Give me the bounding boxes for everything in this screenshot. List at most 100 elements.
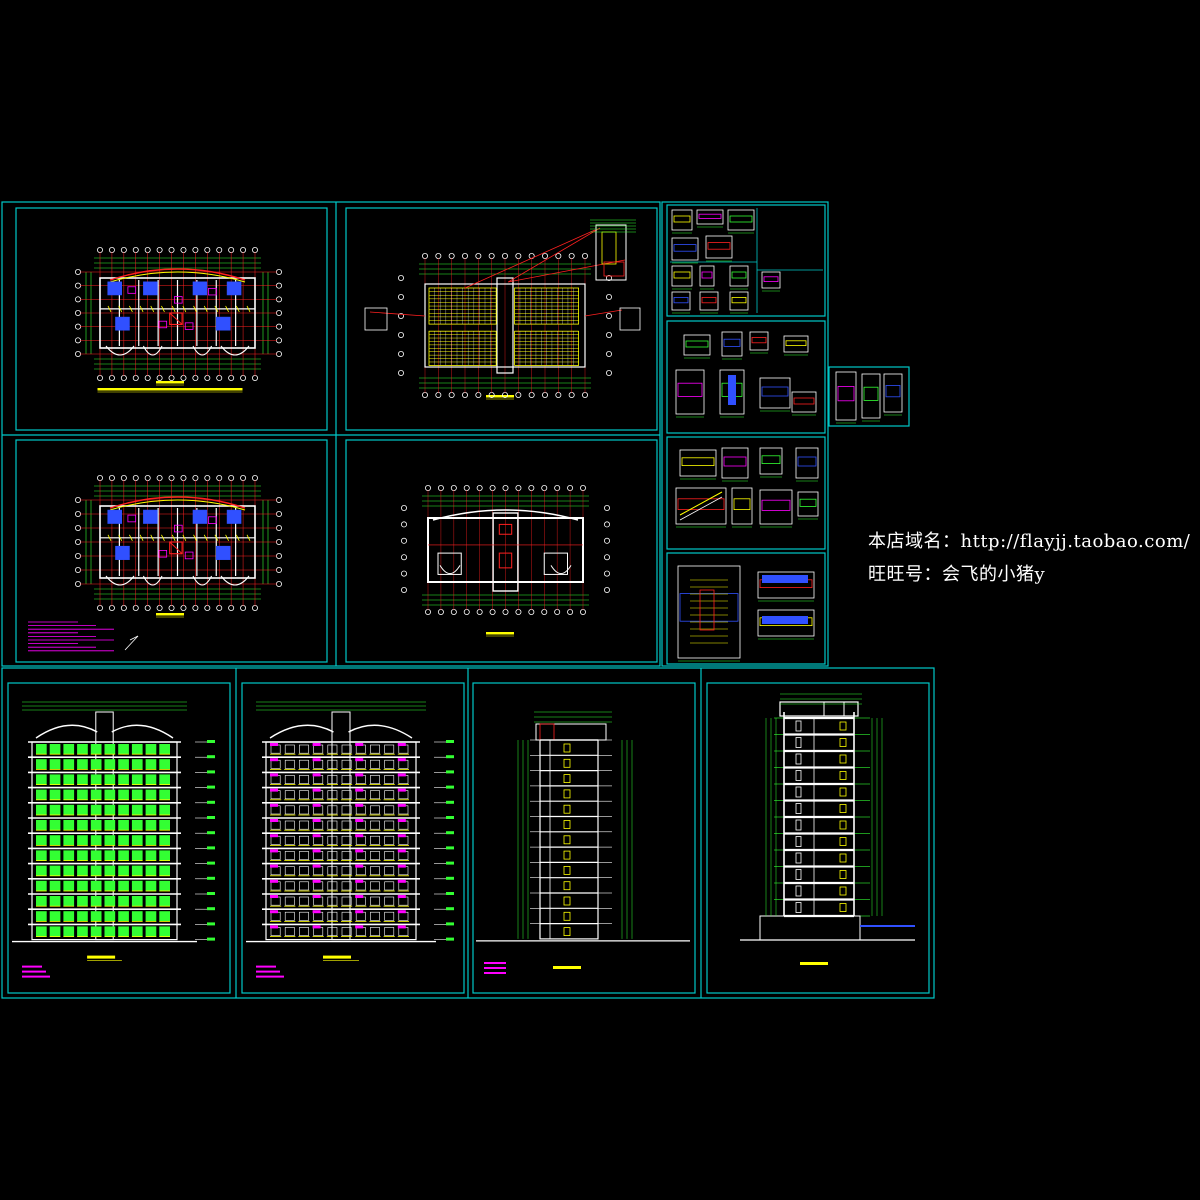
drawing-title-bar bbox=[486, 395, 514, 398]
detail-element bbox=[761, 455, 781, 464]
window-frame bbox=[563, 911, 571, 921]
roof-curve bbox=[35, 724, 98, 739]
window-frame bbox=[398, 805, 409, 815]
window-frame bbox=[270, 744, 281, 754]
window-frame bbox=[384, 790, 395, 800]
window-frame bbox=[327, 775, 338, 784]
window-frame bbox=[355, 927, 366, 936]
window-frame bbox=[299, 866, 309, 876]
window-frame bbox=[370, 790, 380, 800]
window-frame bbox=[839, 837, 847, 846]
sheet-elev-front-frame bbox=[7, 682, 231, 994]
window-frame bbox=[341, 744, 352, 754]
window-frame bbox=[270, 759, 281, 769]
balcony bbox=[437, 552, 462, 575]
curved-facade bbox=[109, 499, 246, 511]
window-frame bbox=[284, 820, 295, 830]
axis-bubble bbox=[75, 510, 82, 517]
axis-bubble bbox=[448, 391, 455, 398]
detail-element bbox=[733, 498, 751, 510]
detail-outline bbox=[727, 209, 755, 231]
elevator bbox=[498, 523, 513, 535]
ac-unit bbox=[312, 758, 321, 762]
sheet-detail-2-frame bbox=[666, 320, 826, 434]
window-glazing bbox=[36, 759, 47, 770]
detail-element bbox=[685, 340, 709, 348]
detail-element bbox=[761, 386, 789, 397]
sheet-frame-details bbox=[661, 201, 829, 667]
window-glazing bbox=[36, 850, 47, 861]
detail-element bbox=[679, 593, 739, 622]
axis-bubble bbox=[568, 391, 575, 398]
ac-unit bbox=[270, 849, 278, 853]
level-label bbox=[207, 846, 215, 850]
axis-bubble bbox=[168, 374, 175, 381]
window-frame bbox=[398, 911, 409, 921]
window-glazing bbox=[63, 744, 75, 755]
sheet-plan-roof-frame bbox=[345, 207, 658, 431]
axis-bubble bbox=[542, 252, 549, 259]
furniture-block bbox=[143, 281, 158, 296]
detail-element bbox=[837, 385, 855, 402]
detail-element bbox=[799, 498, 817, 507]
balcony-curve bbox=[220, 345, 250, 356]
window-frame bbox=[341, 820, 352, 830]
axis-bubble bbox=[75, 296, 82, 303]
window-frame bbox=[384, 775, 395, 784]
window-frame bbox=[341, 927, 352, 936]
axis-bubble bbox=[554, 609, 561, 616]
window-frame bbox=[299, 744, 309, 754]
leader-line bbox=[507, 227, 601, 283]
detail-element bbox=[731, 296, 747, 304]
window-glazing bbox=[63, 926, 75, 937]
window-glazing bbox=[104, 774, 116, 785]
door-mark bbox=[214, 534, 219, 541]
window-glazing bbox=[104, 820, 116, 831]
window-glazing bbox=[77, 865, 88, 876]
ac-unit bbox=[355, 910, 364, 914]
window-frame bbox=[299, 759, 309, 769]
window-glazing bbox=[77, 911, 88, 922]
drawing-title-bar bbox=[87, 955, 116, 959]
ac-unit bbox=[355, 773, 364, 777]
window-glazing bbox=[159, 896, 170, 907]
ac-unit bbox=[270, 743, 278, 746]
window-glazing bbox=[131, 744, 143, 755]
window-frame bbox=[299, 896, 309, 906]
detail-outline bbox=[757, 571, 815, 599]
door-opening bbox=[795, 852, 802, 864]
window-glazing bbox=[159, 880, 170, 891]
window-glazing bbox=[145, 926, 157, 937]
detail-element bbox=[885, 384, 901, 398]
window-glazing bbox=[77, 744, 88, 755]
window-glazing bbox=[104, 880, 116, 891]
legend-line bbox=[256, 970, 280, 973]
front-elevation-drawing bbox=[12, 701, 215, 978]
ac-unit bbox=[312, 773, 321, 777]
window-frame bbox=[355, 759, 366, 769]
window-glazing bbox=[77, 880, 88, 891]
axis-bubble bbox=[75, 553, 82, 560]
window-glazing bbox=[36, 804, 47, 815]
roof-plan-drawing bbox=[364, 219, 641, 400]
exterior-wall bbox=[99, 505, 256, 579]
level-label bbox=[446, 937, 454, 941]
window-frame bbox=[563, 789, 571, 799]
window-frame bbox=[398, 866, 409, 876]
detail-element bbox=[723, 456, 747, 467]
window-glazing bbox=[118, 744, 129, 755]
ac-unit bbox=[312, 834, 321, 838]
drawing-title-bar bbox=[486, 632, 514, 635]
window-frame bbox=[384, 896, 395, 906]
door-mark bbox=[139, 305, 144, 313]
sheet-elev-side-frame bbox=[472, 682, 696, 994]
axis-bubble bbox=[108, 374, 115, 381]
window-frame bbox=[563, 896, 571, 906]
window-frame bbox=[839, 738, 847, 747]
window-frame bbox=[341, 866, 352, 876]
detail-outline bbox=[705, 235, 733, 259]
window-glazing bbox=[77, 804, 88, 815]
window-frame bbox=[313, 881, 324, 891]
detail-outline bbox=[729, 265, 749, 287]
detail-outline bbox=[675, 369, 705, 415]
